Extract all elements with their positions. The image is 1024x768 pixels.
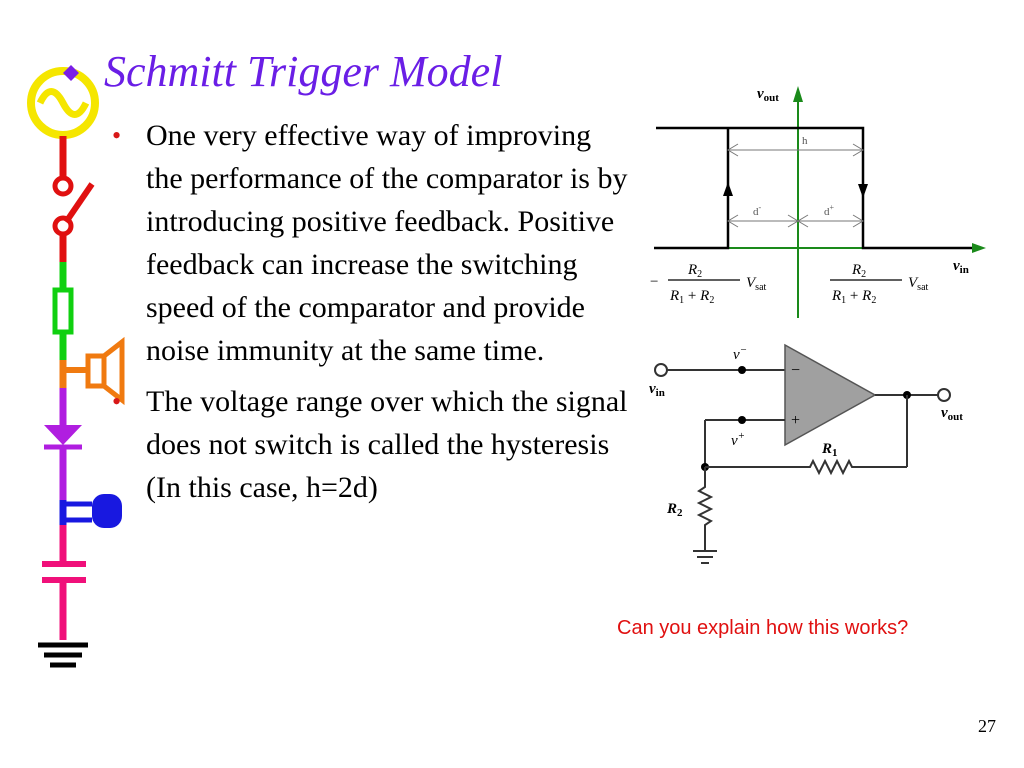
vminus-label: v− — [733, 344, 747, 363]
x-axis-arrow-icon — [972, 243, 986, 253]
negative-threshold-expression: − R2 R1 + R2 Vsat — [650, 262, 767, 306]
op-amp-minus-terminal: − — [791, 362, 800, 379]
lamp-icon — [59, 494, 122, 528]
op-amp-plus-terminal: + — [791, 412, 800, 429]
bullet-text: One very effective way of improving the … — [146, 119, 628, 367]
y-axis-arrow-icon — [793, 86, 803, 102]
svg-text:Vsat: Vsat — [746, 275, 767, 293]
y-axis-label: vout — [757, 86, 779, 104]
decorative-circuit-strip — [27, 67, 125, 668]
up-arrow-icon — [723, 182, 733, 196]
h-label: h — [802, 135, 808, 147]
down-arrow-icon — [858, 184, 868, 198]
hysteresis-plot: h d- d+ vout vin − R2 R1 + R2 Vsat R2 R1… — [650, 86, 986, 318]
vplus-label: v+ — [731, 430, 745, 449]
vin-terminal-icon — [654, 363, 668, 377]
svg-text:−: − — [650, 274, 658, 290]
ac-source-icon — [27, 67, 99, 139]
svg-text:R2: R2 — [851, 262, 866, 280]
lower-transfer-curve — [654, 128, 730, 250]
bullet-dot-icon: • — [112, 121, 122, 150]
bullet-dot-icon: • — [112, 387, 122, 416]
svg-text:Vsat: Vsat — [908, 275, 929, 293]
title-diamond-icon — [63, 65, 79, 81]
d-minus-label: d- — [753, 203, 762, 218]
bullet-list: • One very effective way of improving the… — [112, 114, 632, 517]
d-plus-label: d+ — [824, 203, 835, 218]
vout-terminal-icon — [937, 388, 951, 402]
diode-icon — [44, 388, 82, 500]
ground-icon — [38, 642, 88, 668]
x-axis-label: vin — [953, 258, 969, 276]
resistor-icon — [52, 262, 74, 360]
vin-label: vin — [649, 381, 665, 399]
ground-symbol-icon — [693, 550, 717, 564]
schmitt-trigger-circuit: − + vin vout v− v+ R1 R2 — [649, 343, 963, 564]
bullet-item: • One very effective way of improving the… — [112, 114, 632, 372]
capacitor-icon — [42, 525, 86, 640]
svg-text:R2: R2 — [687, 262, 702, 280]
vout-label: vout — [941, 405, 963, 423]
r2-label: R2 — [666, 501, 683, 519]
svg-text:R1 + R2: R1 + R2 — [669, 288, 714, 306]
r2-resistor-icon — [696, 467, 714, 550]
speaker-icon — [59, 336, 125, 406]
svg-text:R1 + R2: R1 + R2 — [831, 288, 876, 306]
slide-title: Schmitt Trigger Model — [104, 47, 503, 96]
question-note: Can you explain how this works? — [617, 617, 909, 639]
op-amp-icon — [784, 343, 877, 447]
switch-icon — [52, 136, 95, 262]
page-number: 27 — [978, 716, 996, 736]
bullet-text: The voltage range over which the signal … — [146, 385, 628, 504]
bullet-item: • The voltage range over which the signal… — [112, 380, 632, 509]
r1-label: R1 — [821, 441, 838, 459]
upper-transfer-curve — [656, 126, 972, 250]
r1-resistor-icon — [705, 458, 907, 476]
positive-threshold-expression: R2 R1 + R2 Vsat — [830, 262, 929, 306]
